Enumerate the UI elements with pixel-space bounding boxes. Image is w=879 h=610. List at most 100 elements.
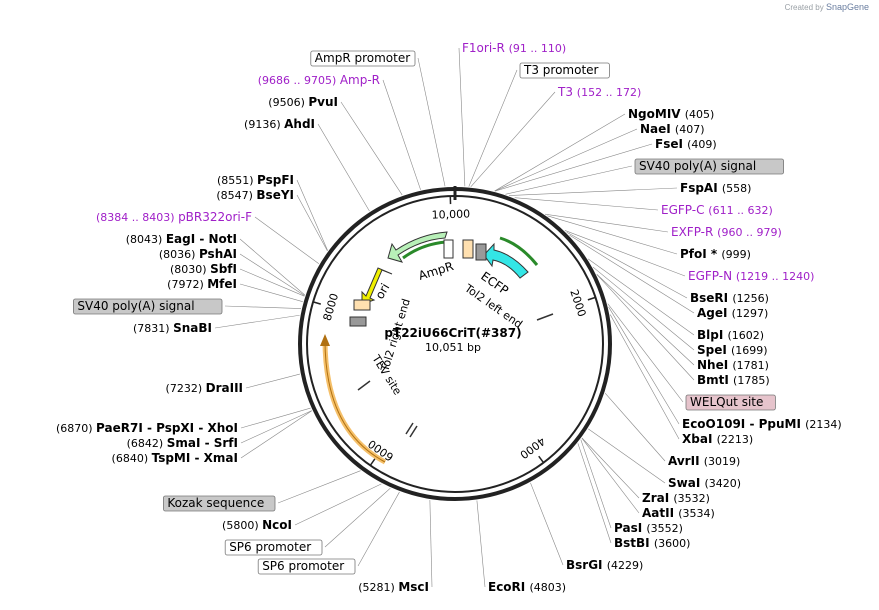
- left-label-14[interactable]: (6870) PaeR7I - PspXI - XhoI: [56, 421, 238, 435]
- feature-label-text: WELQut site: [690, 395, 763, 409]
- leader-line: [577, 443, 612, 544]
- right-label-27[interactable]: BsrGI (4229): [566, 558, 643, 572]
- leader-line: [545, 213, 669, 233]
- enzyme-site-label: (8030) SbfI: [170, 262, 237, 276]
- leader-line: [340, 101, 403, 196]
- enzyme-site-label: PasI (3552): [614, 521, 683, 535]
- enzyme-site-label: BseRI (1256): [690, 291, 769, 305]
- enzyme-site-label: (6842) SmaI - SrfI: [127, 436, 238, 450]
- left-label-17[interactable]: Kozak sequence: [162, 495, 276, 512]
- right-label-19[interactable]: EcoO109I - PpuMI (2134): [682, 417, 842, 431]
- leader-line: [357, 491, 400, 567]
- right-label-8[interactable]: EGFP-C (611 .. 632): [661, 203, 773, 217]
- leader-line: [547, 215, 678, 255]
- right-label-6[interactable]: SV40 poly(A) signal: [634, 158, 785, 175]
- right-label-17[interactable]: BmtI (1785): [697, 373, 770, 387]
- left-label-13[interactable]: (7232) DraIII: [166, 381, 243, 395]
- enzyme-name: AgeI: [697, 306, 732, 320]
- right-label-28[interactable]: EcoRI (4803): [488, 580, 566, 594]
- enzyme-position: (3600): [654, 537, 691, 550]
- plasmid-size: 10,051 bp: [425, 341, 481, 354]
- right-label-20[interactable]: XbaI (2213): [682, 432, 753, 446]
- right-label-10[interactable]: PfoI * (999): [680, 247, 751, 261]
- right-label-26[interactable]: BstBI (3600): [614, 536, 690, 550]
- enzyme-position: (8547): [216, 189, 256, 202]
- right-label-24[interactable]: AatII (3534): [642, 506, 715, 520]
- left-label-9[interactable]: (8030) SbfI: [170, 262, 237, 276]
- right-label-12[interactable]: BseRI (1256): [690, 291, 769, 305]
- right-label-23[interactable]: ZraI (3532): [642, 491, 710, 505]
- enzyme-site-label: XbaI (2213): [682, 432, 753, 446]
- leader-line: [609, 314, 680, 440]
- right-label-25[interactable]: PasI (3552): [614, 521, 683, 535]
- ampr-arrow[interactable]: [387, 231, 448, 263]
- left-label-0[interactable]: AmpR promoter: [310, 50, 416, 67]
- left-label-12[interactable]: (7831) SnaBI: [133, 321, 212, 335]
- right-label-3[interactable]: NgoMIV (405): [628, 107, 714, 121]
- enzyme-position: (8043): [126, 233, 166, 246]
- right-label-21[interactable]: AvrII (3019): [668, 454, 740, 468]
- enzyme-site-label: AatII (3534): [642, 506, 715, 520]
- enzyme-site-label: NheI (1781): [697, 358, 769, 372]
- primer-name: EGFP-N: [688, 269, 736, 283]
- leader-line: [240, 410, 312, 444]
- left-label-1[interactable]: (9686 .. 9705) Amp-R: [258, 73, 380, 87]
- feature-ecfp[interactable]: [483, 242, 529, 279]
- right-label-13[interactable]: AgeI (1297): [697, 306, 768, 320]
- left-label-21[interactable]: (5281) MscI: [358, 580, 429, 594]
- leader-line: [468, 69, 518, 187]
- right-label-11[interactable]: EGFP-N (1219 .. 1240): [688, 269, 814, 283]
- enzyme-name: ZraI: [642, 491, 673, 505]
- right-label-4[interactable]: NaeI (407): [640, 122, 705, 136]
- feature-label-box: [257, 558, 356, 575]
- leader-line: [607, 303, 684, 403]
- grey-feature-box-2: [349, 316, 367, 327]
- right-label-1[interactable]: T3 promoter: [519, 62, 610, 79]
- right-label-7[interactable]: FspAI (558): [680, 181, 751, 195]
- feature-label-box: [685, 394, 776, 411]
- label-ampr: AmpR: [417, 259, 455, 283]
- left-label-6[interactable]: (8384 .. 8403) pBR322ori-F: [96, 210, 252, 224]
- left-label-2[interactable]: (9506) PvuI: [268, 95, 338, 109]
- left-label-15[interactable]: (6842) SmaI - SrfI: [127, 436, 238, 450]
- primer-range: (960 .. 979): [717, 226, 782, 239]
- right-label-16[interactable]: NheI (1781): [697, 358, 769, 372]
- enzyme-site-label: (9506) PvuI: [268, 95, 338, 109]
- left-label-5[interactable]: (8547) BseYI: [216, 188, 294, 202]
- left-label-7[interactable]: (8043) EagI - NotI: [126, 232, 237, 246]
- left-label-16[interactable]: (6840) TspMI - XmaI: [112, 451, 238, 465]
- leader-line: [494, 143, 653, 192]
- right-label-15[interactable]: SpeI (1699): [697, 343, 768, 357]
- right-label-14[interactable]: BlpI (1602): [697, 328, 764, 342]
- left-label-8[interactable]: (8036) PshAI: [159, 247, 237, 261]
- left-label-3[interactable]: (9136) AhdI: [244, 117, 315, 131]
- left-label-10[interactable]: (7972) MfeI: [167, 277, 237, 291]
- leader-line: [604, 392, 666, 462]
- right-label-18[interactable]: WELQut site: [685, 394, 776, 411]
- right-label-22[interactable]: SwaI (3420): [668, 476, 741, 490]
- feature-ampr[interactable]: [387, 231, 448, 263]
- leader-line: [530, 482, 564, 566]
- left-label-19[interactable]: SP6 promoter: [224, 539, 323, 556]
- primer-label: EGFP-C (611 .. 632): [661, 203, 773, 217]
- right-label-5[interactable]: FseI (409): [655, 137, 717, 151]
- enzyme-name: BstBI: [614, 536, 654, 550]
- feature-label-text: T3 promoter: [523, 63, 599, 77]
- enzyme-site-label: PfoI * (999): [680, 247, 751, 261]
- left-label-4[interactable]: (8551) PspFI: [217, 173, 294, 187]
- enzyme-site-label: EcoO109I - PpuMI (2134): [682, 417, 842, 431]
- leader-line: [569, 234, 695, 314]
- inner-mark-1: [357, 380, 371, 391]
- enzyme-site-label: (6870) PaeR7I - PspXI - XhoI: [56, 421, 238, 435]
- right-label-2[interactable]: T3 (152 .. 172): [557, 85, 641, 99]
- left-label-11[interactable]: SV40 poly(A) signal: [73, 298, 223, 315]
- left-label-20[interactable]: SP6 promoter: [257, 558, 356, 575]
- right-label-9[interactable]: EXFP-R (960 .. 979): [671, 225, 782, 239]
- ruler-tick: [369, 458, 376, 466]
- ecfp-arrow[interactable]: [483, 242, 529, 279]
- enzyme-position: (9136): [244, 118, 284, 131]
- left-label-18[interactable]: (5800) NcoI: [222, 518, 292, 532]
- right-label-0[interactable]: F1ori-R (91 .. 110): [462, 41, 566, 55]
- leader-line: [382, 79, 421, 190]
